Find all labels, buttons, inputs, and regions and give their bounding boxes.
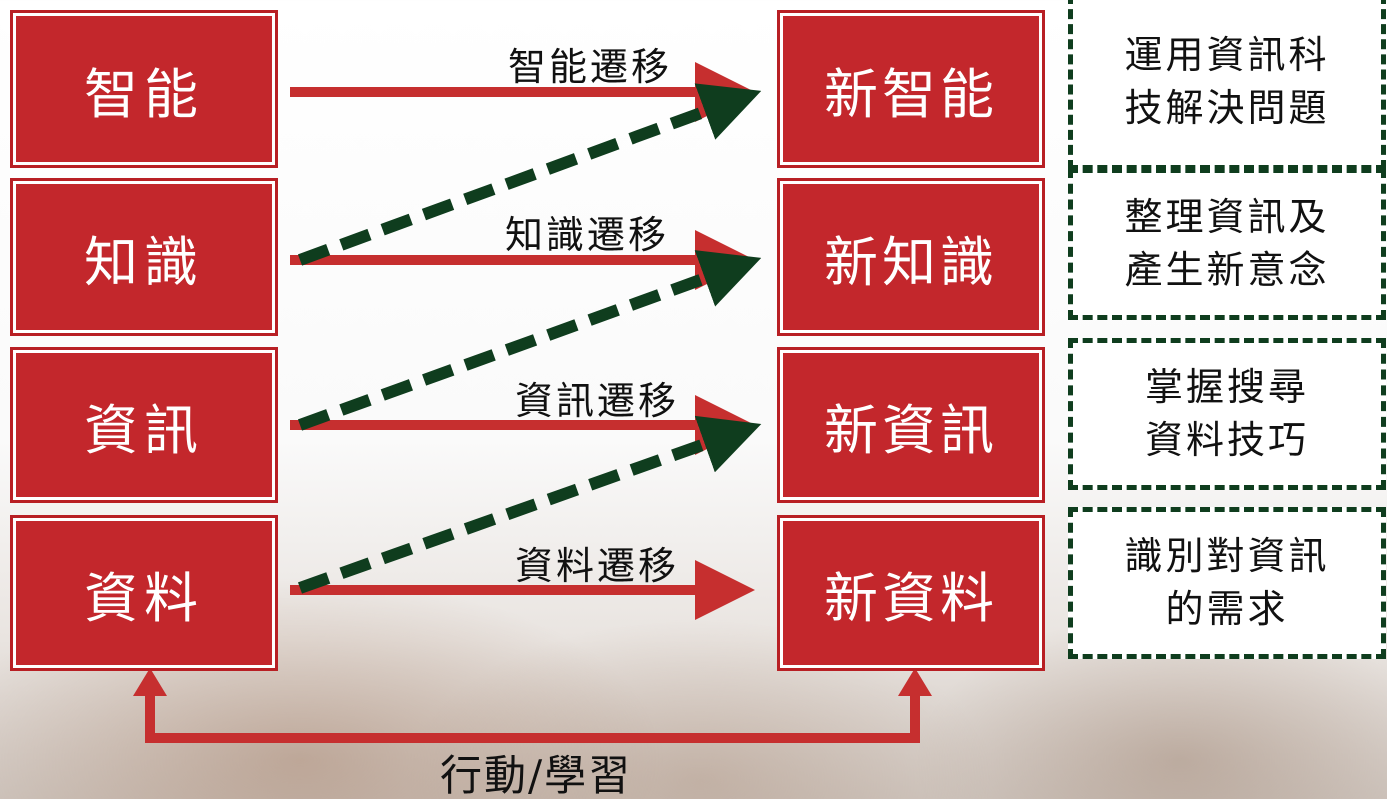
note-line: 識別對資訊 [1124, 533, 1330, 578]
label-information-transfer: 資訊遷移 [515, 379, 680, 423]
box-information: 資訊 [10, 347, 278, 503]
note-line: 運用資訊科 [1124, 32, 1330, 77]
box-new-knowledge: 新知識 [777, 178, 1045, 336]
box-data: 資料 [10, 515, 278, 671]
note-line: 整理資訊及 [1124, 194, 1330, 239]
box-new-information: 新資訊 [777, 347, 1045, 503]
box-knowledge: 知識 [10, 178, 278, 336]
box-new-wisdom: 新智能 [777, 10, 1045, 168]
action-learning-loop [145, 682, 920, 743]
upgrade-arrow-knowledge-to-wisdom [297, 83, 762, 266]
note-line: 技解決問題 [1124, 86, 1330, 130]
label-knowledge-transfer: 知識遷移 [505, 213, 670, 257]
note-line: 產生新意念 [1124, 248, 1330, 292]
label-action-learning: 行動/學習 [440, 751, 633, 800]
upgrade-arrow-data-to-information [297, 415, 762, 594]
loop-arrowhead-left [133, 668, 167, 696]
label-wisdom-transfer: 智能遷移 [508, 45, 673, 89]
note-search-skills: 掌握搜尋 資料技巧 [1068, 338, 1386, 490]
note-line: 資料技巧 [1144, 418, 1309, 462]
note-line: 的需求 [1165, 587, 1289, 631]
note-identify-needs: 識別對資訊 的需求 [1068, 507, 1386, 659]
note-line: 掌握搜尋 [1144, 364, 1309, 409]
note-solve-problems: 運用資訊科 技解決問題 [1068, 0, 1386, 170]
loop-arrowhead-right [898, 668, 932, 696]
box-new-data: 新資料 [777, 515, 1045, 671]
note-organize-ideas: 整理資訊及 產生新意念 [1068, 168, 1386, 320]
box-wisdom: 智能 [10, 10, 278, 168]
label-data-transfer: 資料遷移 [515, 544, 680, 588]
upgrade-arrow-information-to-knowledge [297, 250, 762, 431]
